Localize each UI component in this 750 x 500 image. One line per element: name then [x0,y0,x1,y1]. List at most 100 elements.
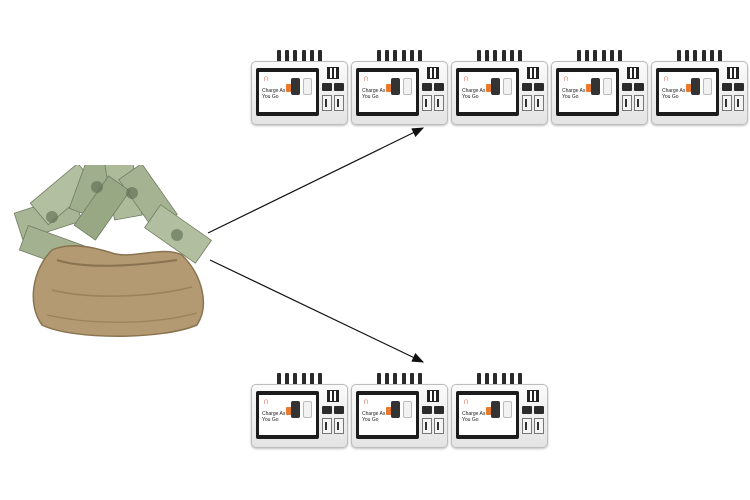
phone-icon [286,407,294,415]
phone-icon [286,84,294,92]
status-light-icon [734,83,744,91]
power-bank-icon [303,401,312,418]
station-side-panel [422,390,446,442]
battery-slot [422,95,432,111]
phone-icon [491,78,500,95]
cable-connectors [477,50,522,62]
battery-slot [534,418,544,434]
status-light-icon [534,83,544,91]
station-screen: ∩ Charge As You Go [456,391,519,439]
station-side-panel [322,67,346,119]
status-light-icon [334,83,344,91]
qr-code-icon [327,67,339,79]
battery-slot [622,95,632,111]
arrow-top [207,127,425,234]
cable-connectors [477,373,522,385]
battery-slot [334,95,344,111]
status-light-icon [522,406,532,414]
battery-slot [522,418,532,434]
station-screen: ∩ Charge As You Go [256,391,319,439]
battery-slot [634,95,644,111]
charging-station-icon: ∩ Charge As You Go [251,373,348,449]
phone-icon [686,84,694,92]
phone-icon [291,78,300,95]
station-side-panel [722,67,746,119]
cable-connectors [677,50,722,62]
power-bank-icon [503,401,512,418]
station-side-panel [522,67,546,119]
charging-station-icon: ∩ Charge As You Go [551,50,648,126]
station-screen: ∩ Charge As You Go [456,68,519,116]
battery-slot [434,418,444,434]
phone-icon [386,84,394,92]
brand-logo-icon: ∩ [663,73,670,83]
phone-icon [391,401,400,418]
station-body: ∩ Charge As You Go [251,61,348,125]
status-light-icon [322,406,332,414]
brand-logo-icon: ∩ [263,73,270,83]
status-light-icon [334,406,344,414]
cable-connectors [377,50,422,62]
qr-code-icon [627,67,639,79]
power-bank-icon [403,78,412,95]
status-light-icon [722,83,732,91]
brand-logo-icon: ∩ [563,73,570,83]
station-body: ∩ Charge As You Go [351,61,448,125]
brand-logo-icon: ∩ [363,396,370,406]
station-body: ∩ Charge As You Go [451,61,548,125]
station-body: ∩ Charge As You Go [351,384,448,448]
brand-logo-icon: ∩ [363,73,370,83]
station-screen: ∩ Charge As You Go [556,68,619,116]
status-light-icon [622,83,632,91]
phone-icon [491,401,500,418]
station-body: ∩ Charge As You Go [251,384,348,448]
station-body: ∩ Charge As You Go [651,61,748,125]
station-screen: ∩ Charge As You Go [656,68,719,116]
battery-slot [322,95,332,111]
brand-logo-icon: ∩ [463,396,470,406]
cable-connectors [377,373,422,385]
battery-slot [522,95,532,111]
status-light-icon [522,83,532,91]
charging-station-icon: ∩ Charge As You Go [251,50,348,126]
cable-connectors [277,50,322,62]
status-light-icon [634,83,644,91]
station-tagline: Charge As You Go [262,88,286,100]
station-body: ∩ Charge As You Go [451,384,548,448]
power-bank-icon [703,78,712,95]
phone-icon [386,407,394,415]
station-side-panel [422,67,446,119]
charging-station-icon: ∩ Charge As You Go [351,373,448,449]
battery-slot [322,418,332,434]
battery-slot [434,95,444,111]
power-bank-icon [603,78,612,95]
battery-slot [734,95,744,111]
arrow-bottom [209,259,425,363]
qr-code-icon [727,67,739,79]
cable-connectors [577,50,622,62]
money-bag-icon [13,165,212,337]
charging-station-icon: ∩ Charge As You Go [451,373,548,449]
phone-icon [391,78,400,95]
qr-code-icon [427,390,439,402]
station-side-panel [322,390,346,442]
station-screen: ∩ Charge As You Go [356,68,419,116]
cable-connectors [277,373,322,385]
battery-slot [534,95,544,111]
power-bank-icon [303,78,312,95]
charging-station-icon: ∩ Charge As You Go [351,50,448,126]
station-tagline: Charge As You Go [262,411,286,423]
phone-icon [591,78,600,95]
battery-slot [422,418,432,434]
status-light-icon [422,406,432,414]
phone-icon [291,401,300,418]
charging-station-icon: ∩ Charge As You Go [451,50,548,126]
station-body: ∩ Charge As You Go [551,61,648,125]
status-light-icon [534,406,544,414]
station-tagline: Charge As You Go [462,411,486,423]
station-side-panel [522,390,546,442]
station-tagline: Charge As You Go [362,88,386,100]
station-tagline: Charge As You Go [462,88,486,100]
qr-code-icon [327,390,339,402]
